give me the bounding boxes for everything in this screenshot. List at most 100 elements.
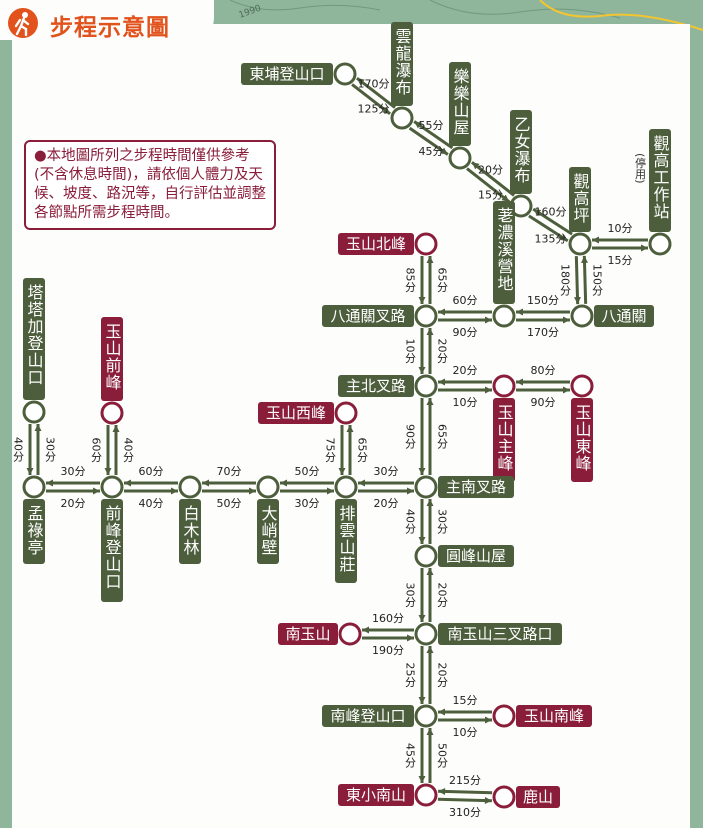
header: 步程示意圖: [0, 0, 214, 41]
time-label: 310分: [449, 806, 481, 819]
route-arrow: [516, 308, 523, 316]
route-arrow: [592, 236, 599, 244]
route-arrow: [418, 615, 426, 622]
route-arrow: [104, 468, 112, 475]
node-label: 觀高坪: [571, 173, 590, 224]
node-label: 玉山主峰: [495, 404, 514, 472]
route-arrow: [533, 209, 542, 216]
node-baimu: [178, 475, 202, 499]
time-label: 40分: [404, 509, 417, 534]
label-box: [101, 499, 123, 602]
node-label-dongpu: 東埔登山口: [241, 63, 333, 85]
time-label: 80分: [531, 364, 556, 377]
time-label: 40分: [122, 438, 135, 463]
node-label-front_peak: 玉山前峰: [101, 317, 123, 401]
node-label-menglu: 孟祿亭: [23, 499, 45, 564]
route-edges: [26, 76, 648, 805]
node-front_peak: [100, 401, 124, 425]
time-label: 180分: [559, 264, 572, 296]
time-label: 15分: [453, 694, 478, 707]
label-box: [338, 784, 414, 806]
node-label-tataka: 塔塔加登山口: [23, 278, 45, 400]
label-box: [449, 62, 471, 146]
time-label: 10分: [453, 726, 478, 739]
label-box: [101, 317, 123, 401]
route-back: [582, 255, 588, 304]
node-label-yushan_north: 玉山北峰: [338, 233, 414, 255]
route-arrow: [202, 479, 209, 487]
node-label: 玉山西峰: [266, 404, 326, 422]
route-arrow: [426, 568, 434, 575]
time-label: 40分: [12, 437, 25, 462]
route-arrow: [471, 162, 480, 170]
node-label: 前峰登山口: [103, 505, 122, 590]
time-label: 30分: [436, 509, 449, 534]
node-west_peak: [334, 401, 358, 425]
node-label-yinu: 乙女瀑布: [510, 110, 532, 194]
route-arrow: [418, 537, 426, 544]
node-tataka: [22, 400, 46, 424]
node-label: 圓峰山屋: [446, 547, 506, 565]
time-label: 150分: [527, 294, 559, 307]
node-label: 東埔登山口: [249, 65, 324, 83]
route-forward: [351, 83, 391, 116]
route-arrow: [641, 244, 648, 252]
label-box: [322, 305, 414, 327]
node-guangaoping: [568, 232, 592, 256]
route-arrow: [171, 487, 178, 495]
label-box: [438, 545, 514, 567]
node-label: 玉山南峰: [524, 707, 584, 725]
node-label-paiyun: 排雲山莊: [335, 499, 357, 583]
time-label: 50分: [295, 465, 320, 478]
route-arrow: [426, 256, 434, 263]
time-label: 50分: [217, 497, 242, 510]
node-label: 東小南山: [346, 786, 406, 804]
node-label-daqiao: 大峭壁: [257, 499, 279, 564]
node-label: 雲龍瀑布: [393, 28, 412, 96]
route-arrow: [438, 308, 445, 316]
route-arrow: [485, 386, 492, 394]
time-label: 30分: [61, 465, 86, 478]
time-label: 90分: [531, 396, 556, 409]
route-arrow: [418, 367, 426, 374]
node-yunlong: [390, 106, 414, 130]
time-label: 55分: [419, 119, 444, 132]
node-label: 樂樂山屋: [451, 68, 470, 136]
route-arrow: [426, 398, 434, 405]
route-arrow: [485, 316, 492, 324]
label-box: [594, 305, 654, 327]
node-south_yushan: [338, 622, 362, 646]
time-label: 170分: [527, 326, 559, 339]
node-lele: [448, 146, 472, 170]
label-box: [23, 278, 45, 400]
node-label: 孟祿亭: [25, 505, 44, 556]
node-label: 南玉山三叉路口: [447, 625, 552, 643]
route-arrow: [46, 479, 53, 487]
node-lushan: [492, 785, 516, 809]
label-box: [257, 499, 279, 564]
route-arrow: [418, 776, 426, 783]
node-label-guangao: 觀高工作站(停用): [634, 129, 671, 232]
node-label: 塔塔加登山口: [25, 284, 44, 386]
label-box: [391, 22, 413, 106]
route-back: [413, 120, 454, 150]
node-label-laonong: 荖濃溪營地: [493, 201, 515, 304]
time-label: 160分: [535, 206, 567, 219]
route-arrow: [418, 297, 426, 304]
time-label: 65分: [436, 268, 449, 293]
node-label: 白木林: [181, 505, 200, 556]
label-box: [241, 63, 333, 85]
route-back: [438, 789, 493, 795]
node-label-south_jct: 南玉山三叉路口: [438, 623, 562, 645]
route-arrow: [559, 234, 568, 241]
label-box: [338, 233, 414, 255]
node-label: 玉山前峰: [103, 323, 122, 391]
route-arrow: [438, 787, 446, 795]
route-arrow: [426, 328, 434, 335]
route-forward: [574, 256, 580, 305]
label-box: [571, 398, 593, 482]
time-label: 15分: [608, 254, 633, 267]
node-label-south_peak: 玉山南峰: [516, 705, 592, 727]
route-arrow: [356, 78, 365, 86]
time-label: 170分: [358, 77, 390, 90]
